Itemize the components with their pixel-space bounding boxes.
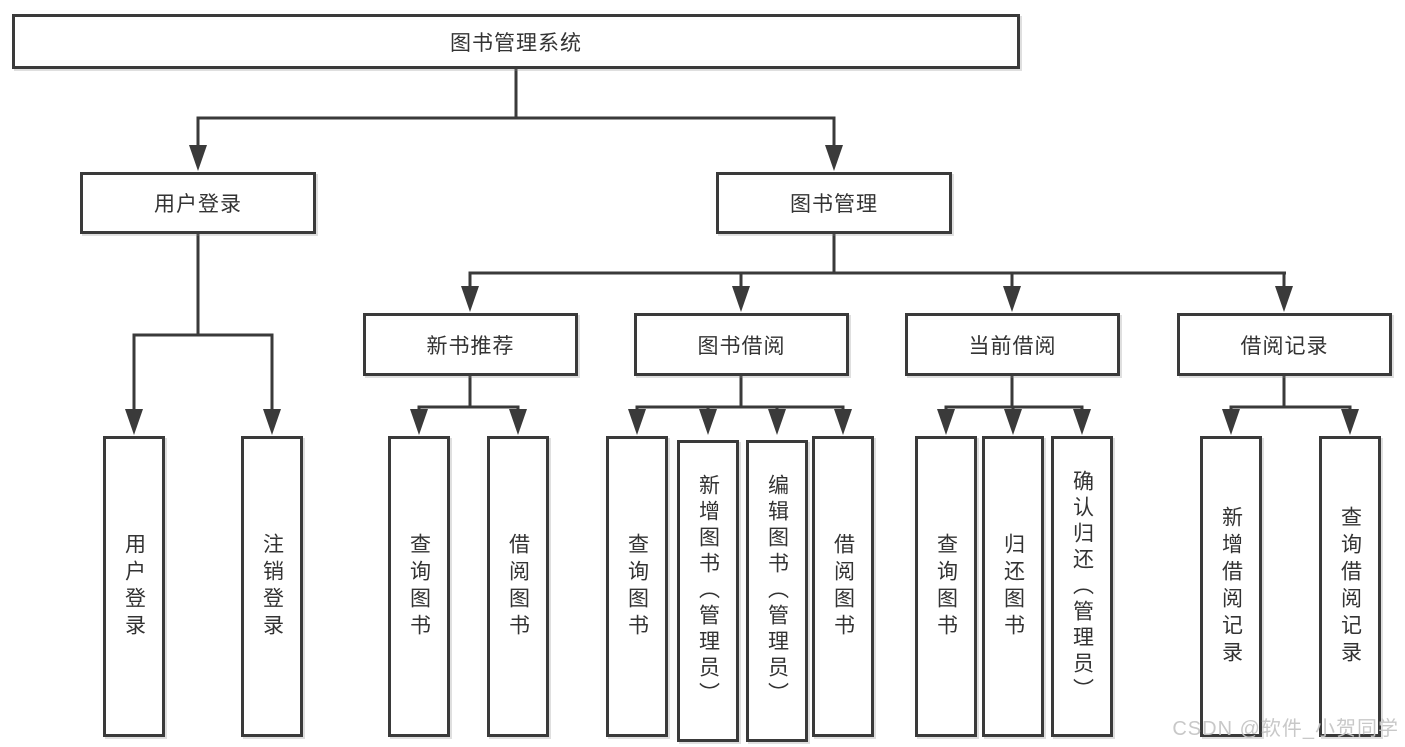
node-label: 当前借阅 xyxy=(968,334,1057,358)
leaf-return-book: 归还图书 xyxy=(982,436,1044,737)
node-current-borrowing: 当前借阅 xyxy=(905,313,1120,376)
node-book-management: 图书管理 xyxy=(716,172,952,234)
leaf-query-books-recommend: 查询图书 xyxy=(388,436,450,737)
node-label: 新增图书（管理员） xyxy=(696,474,720,708)
leaf-borrow-books-borrowing: 借阅图书 xyxy=(812,436,874,737)
node-label: 归还图书 xyxy=(1001,532,1025,641)
leaf-add-book-admin: 新增图书（管理员） xyxy=(677,440,739,742)
node-label: 借阅图书 xyxy=(506,532,530,641)
leaf-edit-book-admin: 编辑图书（管理员） xyxy=(746,440,808,742)
node-library-management-system: 图书管理系统 xyxy=(12,14,1020,69)
node-label: 查询图书 xyxy=(625,532,649,641)
node-label: 注销登录 xyxy=(260,532,284,641)
leaf-query-borrow-record: 查询借阅记录 xyxy=(1319,436,1381,737)
node-label: 借阅记录 xyxy=(1240,334,1329,358)
node-label: 新增借阅记录 xyxy=(1219,505,1243,668)
leaf-query-books-borrowing: 查询图书 xyxy=(606,436,668,737)
node-label: 查询借阅记录 xyxy=(1338,505,1362,668)
node-label: 用户登录 xyxy=(154,193,242,216)
node-label: 查询图书 xyxy=(407,532,431,641)
node-borrowing-records: 借阅记录 xyxy=(1177,313,1392,376)
node-label: 查询图书 xyxy=(934,532,958,641)
leaf-query-books-current: 查询图书 xyxy=(915,436,977,737)
leaf-user-login: 用户登录 xyxy=(103,436,165,737)
node-label: 图书管理 xyxy=(790,193,878,216)
node-book-borrowing: 图书借阅 xyxy=(634,313,849,376)
leaf-add-borrow-record: 新增借阅记录 xyxy=(1200,436,1262,737)
leaf-logout: 注销登录 xyxy=(241,436,303,737)
node-label: 确认归还（管理员） xyxy=(1070,469,1094,704)
node-label: 编辑图书（管理员） xyxy=(765,474,789,708)
node-label: 新书推荐 xyxy=(426,334,515,358)
node-label: 图书管理系统 xyxy=(450,31,582,55)
leaf-confirm-return-admin: 确认归还（管理员） xyxy=(1051,436,1113,737)
leaf-borrow-books-recommend: 借阅图书 xyxy=(487,436,549,737)
watermark-text: CSDN @软件_小贺同学 xyxy=(1172,718,1399,740)
node-label: 借阅图书 xyxy=(831,532,855,641)
node-label: 图书借阅 xyxy=(697,334,786,358)
node-new-book-recommendation: 新书推荐 xyxy=(363,313,578,376)
node-label: 用户登录 xyxy=(122,532,146,641)
node-user-login: 用户登录 xyxy=(80,172,316,234)
